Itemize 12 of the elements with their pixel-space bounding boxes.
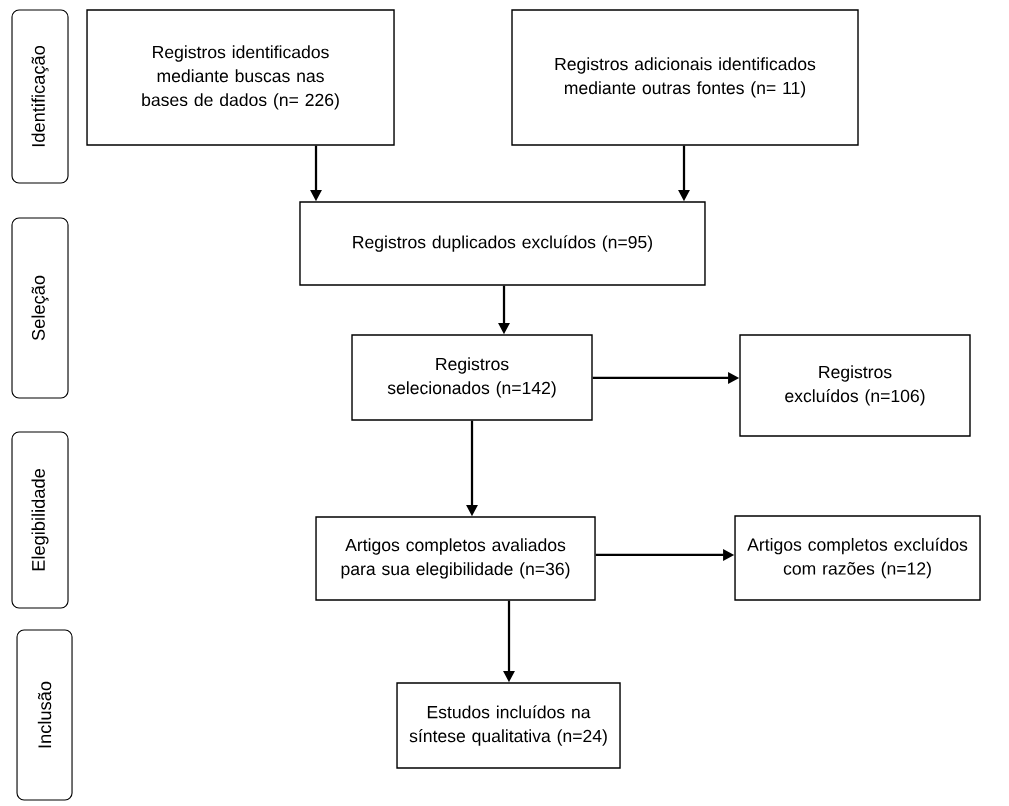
process-box: Registros duplicados excluídos (n=95) (299, 201, 706, 286)
process-box: Artigos completos excluídos com razões (n=12) (734, 515, 981, 601)
process-box: Registros identificados mediante buscas nas bases de dados (n= 226) (86, 9, 395, 146)
phase-label: Inclusão (16, 629, 73, 801)
process-box: Registros excluídos (n=106) (739, 334, 971, 437)
process-box: Artigos completos avaliados para sua elegibilidade (n=36) (315, 516, 596, 601)
process-box: Estudos incluídos na síntese qualitativa (n=24) (396, 682, 621, 769)
process-box: Registros selecionados (n=142) (351, 334, 593, 421)
phase-label: Seleção (11, 217, 69, 399)
phase-label: Identificação (11, 9, 69, 184)
phase-label: Elegibilidade (11, 431, 69, 609)
process-box: Registros adicionais identificados mediante outras fontes (n= 11) (511, 9, 859, 146)
